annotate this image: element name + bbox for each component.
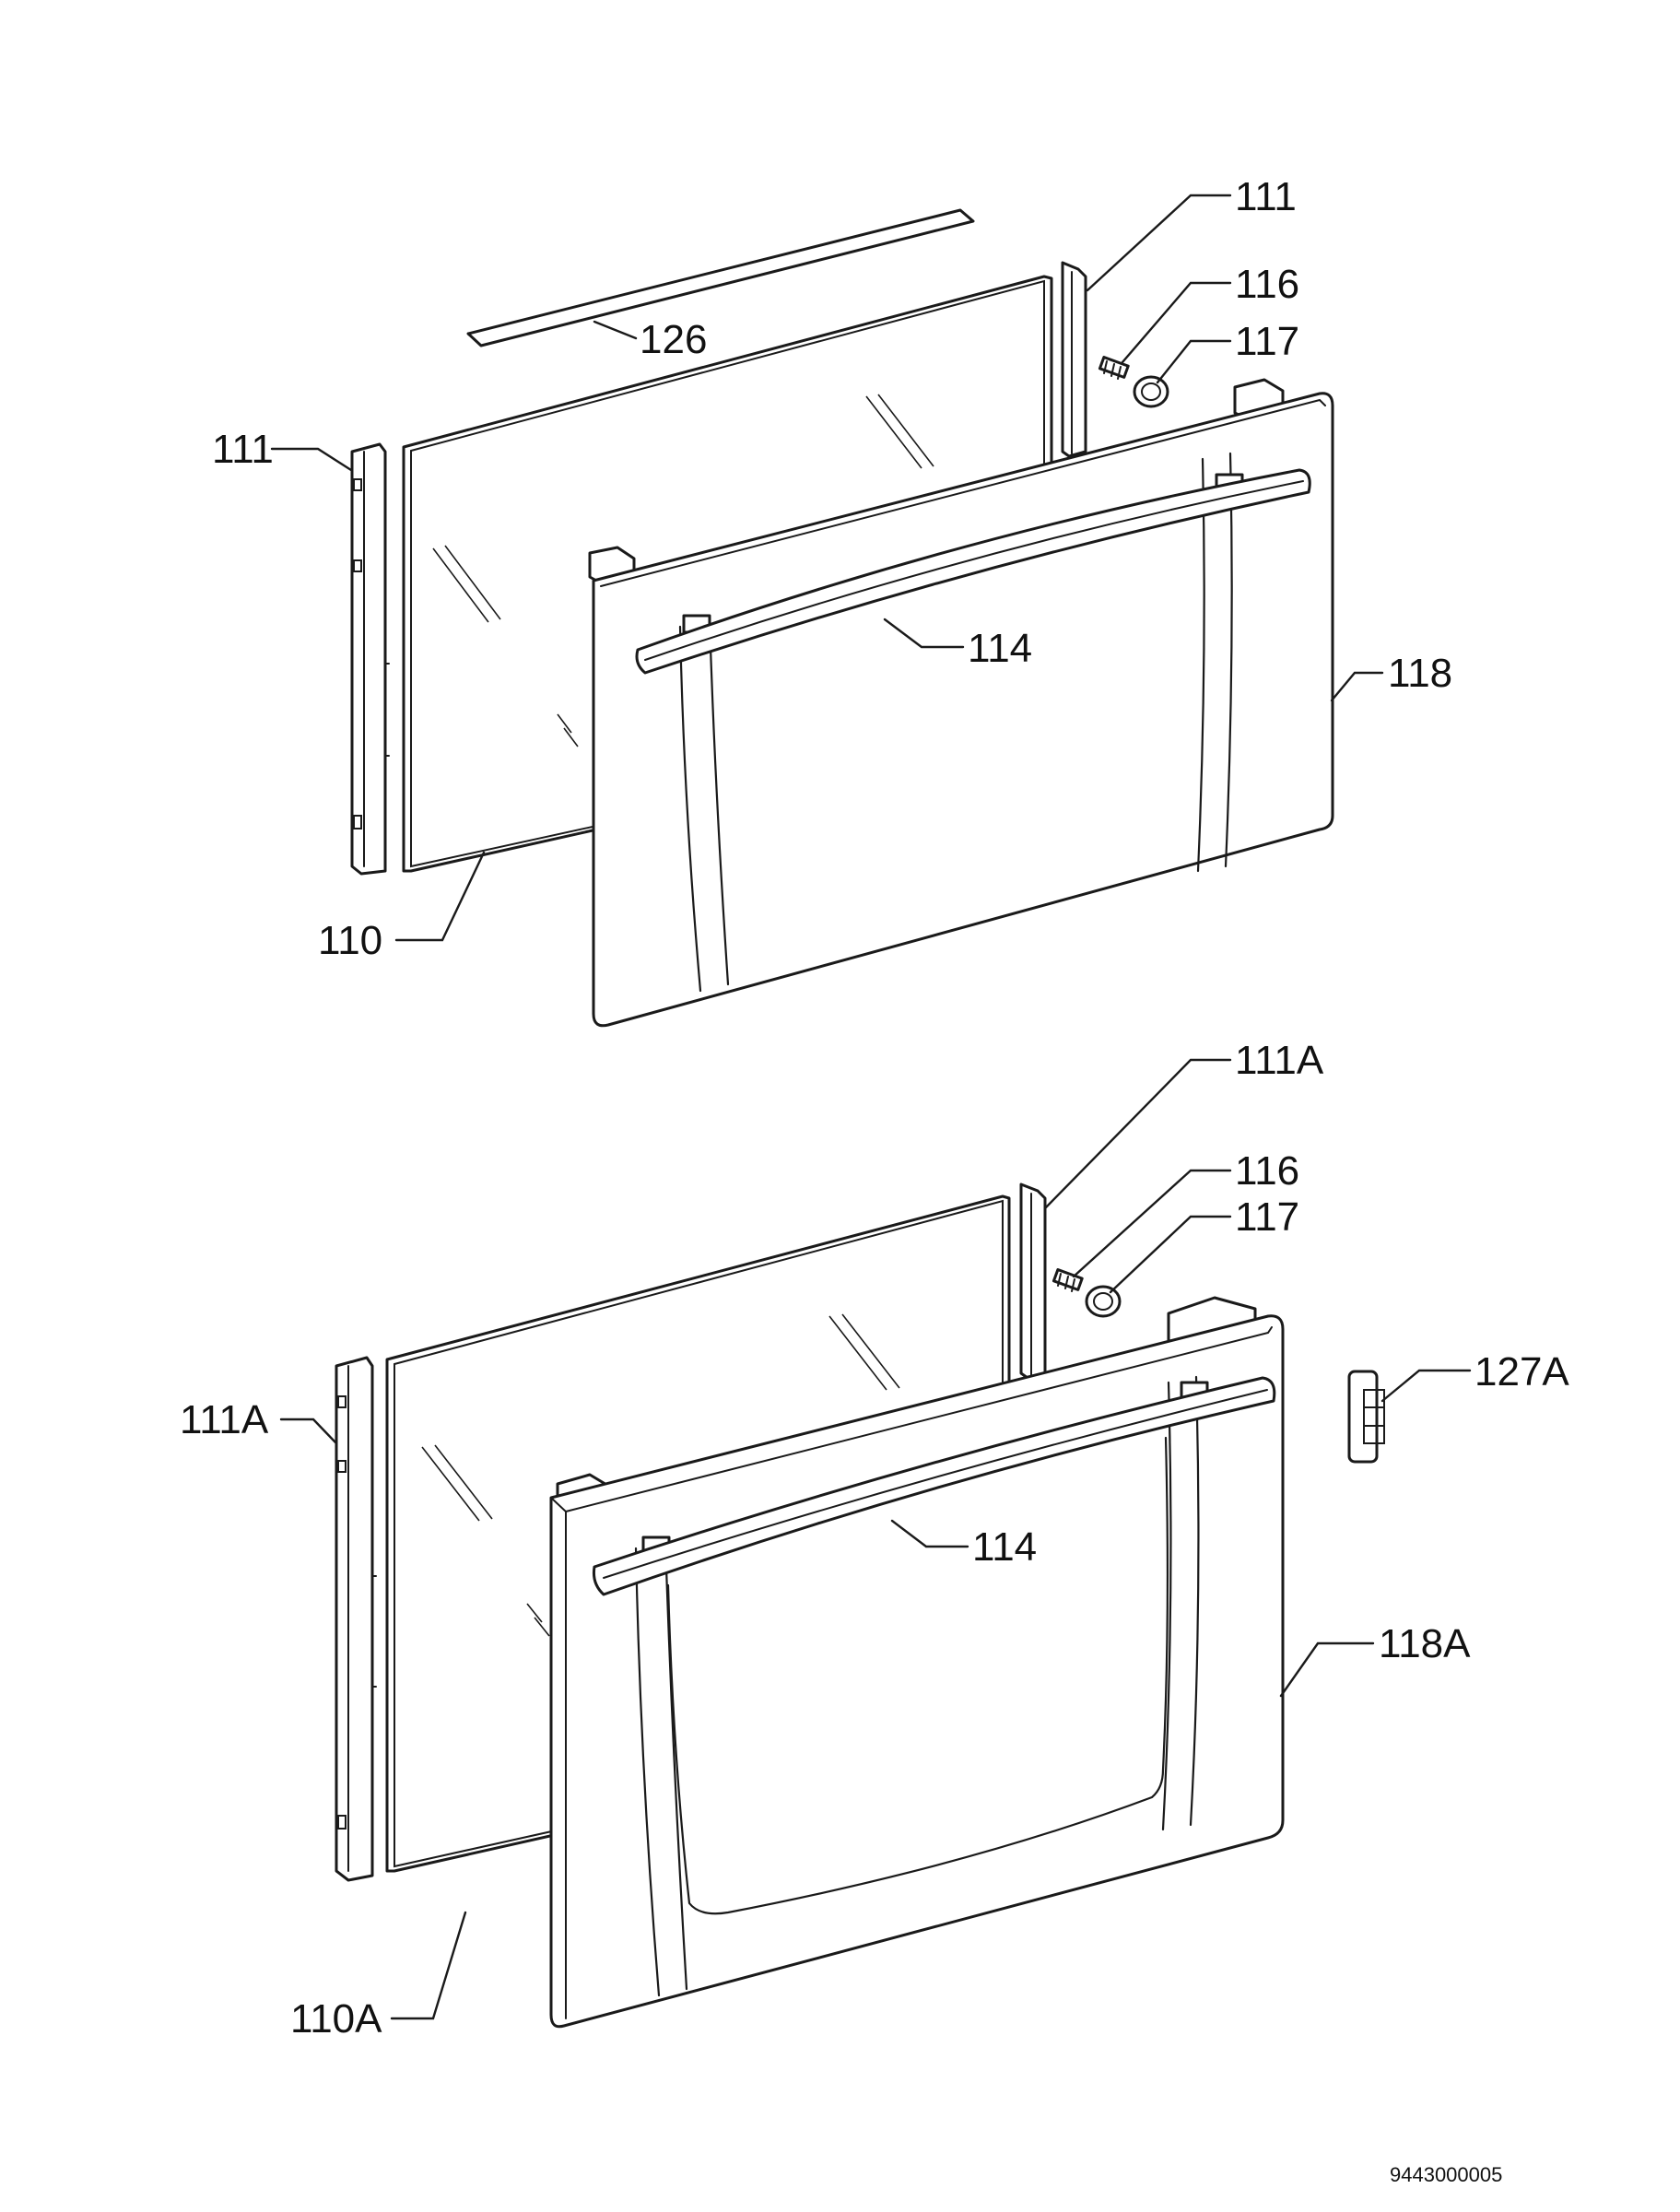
top-leader-lines	[270, 194, 1384, 942]
document-number: 9443000005	[1390, 2163, 1502, 2186]
bottom-leader-lines	[279, 1058, 1472, 2020]
callout-114-bottom: 114	[972, 1524, 1037, 1570]
leader-111a-right	[1044, 1058, 1232, 1209]
part-118-outer-door	[588, 378, 1334, 1028]
callout-110: 110	[318, 918, 382, 963]
leader-110	[394, 851, 486, 942]
part-111-left-side-trim	[350, 442, 390, 876]
part-126-top-strip	[466, 208, 975, 347]
top-door-assembly: 111 116 117 126 111 114 118 110	[212, 174, 1452, 1028]
callout-117-bottom: 117	[1235, 1194, 1299, 1240]
leader-117-bottom	[1109, 1215, 1232, 1294]
leader-117	[1156, 339, 1232, 384]
callout-117: 117	[1235, 319, 1299, 364]
callout-118a: 118A	[1379, 1621, 1471, 1666]
leader-110a	[390, 1911, 467, 2020]
leader-118	[1330, 671, 1384, 702]
leader-127a	[1380, 1369, 1472, 1403]
leader-116-bottom	[1072, 1169, 1232, 1278]
leader-111-right	[1086, 194, 1232, 292]
callout-116: 116	[1235, 262, 1299, 307]
part-116-screw-bottom	[1051, 1268, 1084, 1292]
bottom-door-assembly: 111A 116 117 127A 111A 114 118A 110A	[180, 1038, 1569, 2041]
callout-111a-left: 111A	[180, 1397, 269, 1442]
part-116-screw	[1098, 356, 1130, 380]
callout-110a: 110A	[290, 1996, 382, 2041]
part-111-right-side-trim	[1061, 261, 1087, 458]
part-117-cap-bottom	[1085, 1285, 1122, 1318]
leader-114-bottom	[890, 1519, 969, 1548]
callout-116-bottom: 116	[1235, 1148, 1299, 1194]
leader-111a-left	[279, 1418, 337, 1444]
leader-114	[883, 618, 965, 649]
callout-126: 126	[640, 317, 707, 362]
leader-111-left	[270, 447, 353, 472]
part-111a-left-side-trim	[335, 1356, 377, 1882]
part-118a-outer-door	[549, 1296, 1285, 2029]
part-127a-bracket	[1347, 1370, 1385, 1464]
callout-111a-right: 111A	[1235, 1038, 1324, 1083]
callout-111-right: 111	[1235, 174, 1297, 219]
leader-116	[1121, 281, 1232, 364]
leader-126	[593, 320, 638, 340]
part-111a-right-side-trim	[1019, 1182, 1047, 1380]
callout-114: 114	[968, 626, 1032, 671]
callout-127a: 127A	[1474, 1349, 1569, 1394]
part-117-cap	[1133, 375, 1169, 408]
leader-118a	[1279, 1641, 1375, 1698]
callout-118: 118	[1388, 651, 1452, 696]
part-114-handle	[635, 468, 1311, 675]
callout-111-left: 111	[212, 427, 274, 472]
